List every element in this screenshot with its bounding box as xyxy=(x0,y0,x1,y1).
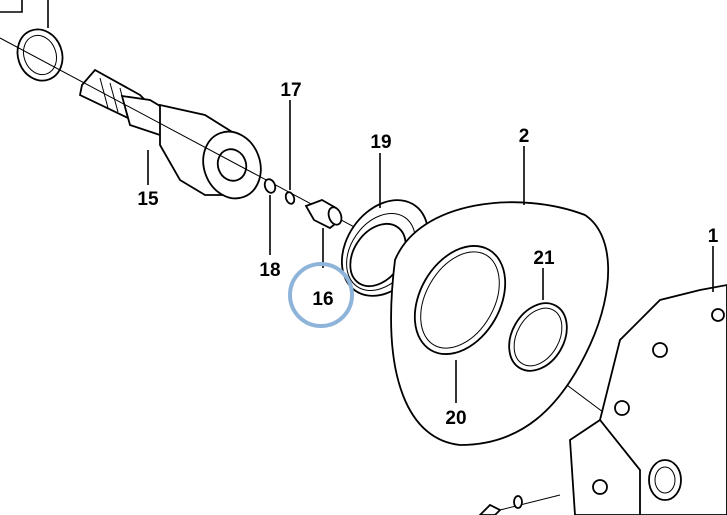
circlip-top-left xyxy=(16,28,64,82)
label-2: 2 xyxy=(519,126,530,147)
label-20: 20 xyxy=(445,408,466,429)
label-16: 16 xyxy=(312,289,333,310)
label-21: 21 xyxy=(533,248,555,269)
shaft-part-15 xyxy=(78,68,262,200)
label-15: 15 xyxy=(137,189,159,210)
label-17: 17 xyxy=(280,80,301,101)
label-19: 19 xyxy=(370,132,391,153)
frame-fragment xyxy=(0,0,49,28)
plug-part-16 xyxy=(304,199,343,230)
snap-ring-part-21 xyxy=(508,302,568,372)
bolt-bottom xyxy=(478,494,561,515)
housing-part-1 xyxy=(569,284,727,515)
label-1: 1 xyxy=(708,226,719,247)
snap-ring-part-20 xyxy=(413,245,507,355)
highlight-circle xyxy=(288,262,354,328)
ring-part-17 xyxy=(284,191,296,205)
o-ring-part-18 xyxy=(263,178,277,194)
label-18: 18 xyxy=(259,260,280,281)
